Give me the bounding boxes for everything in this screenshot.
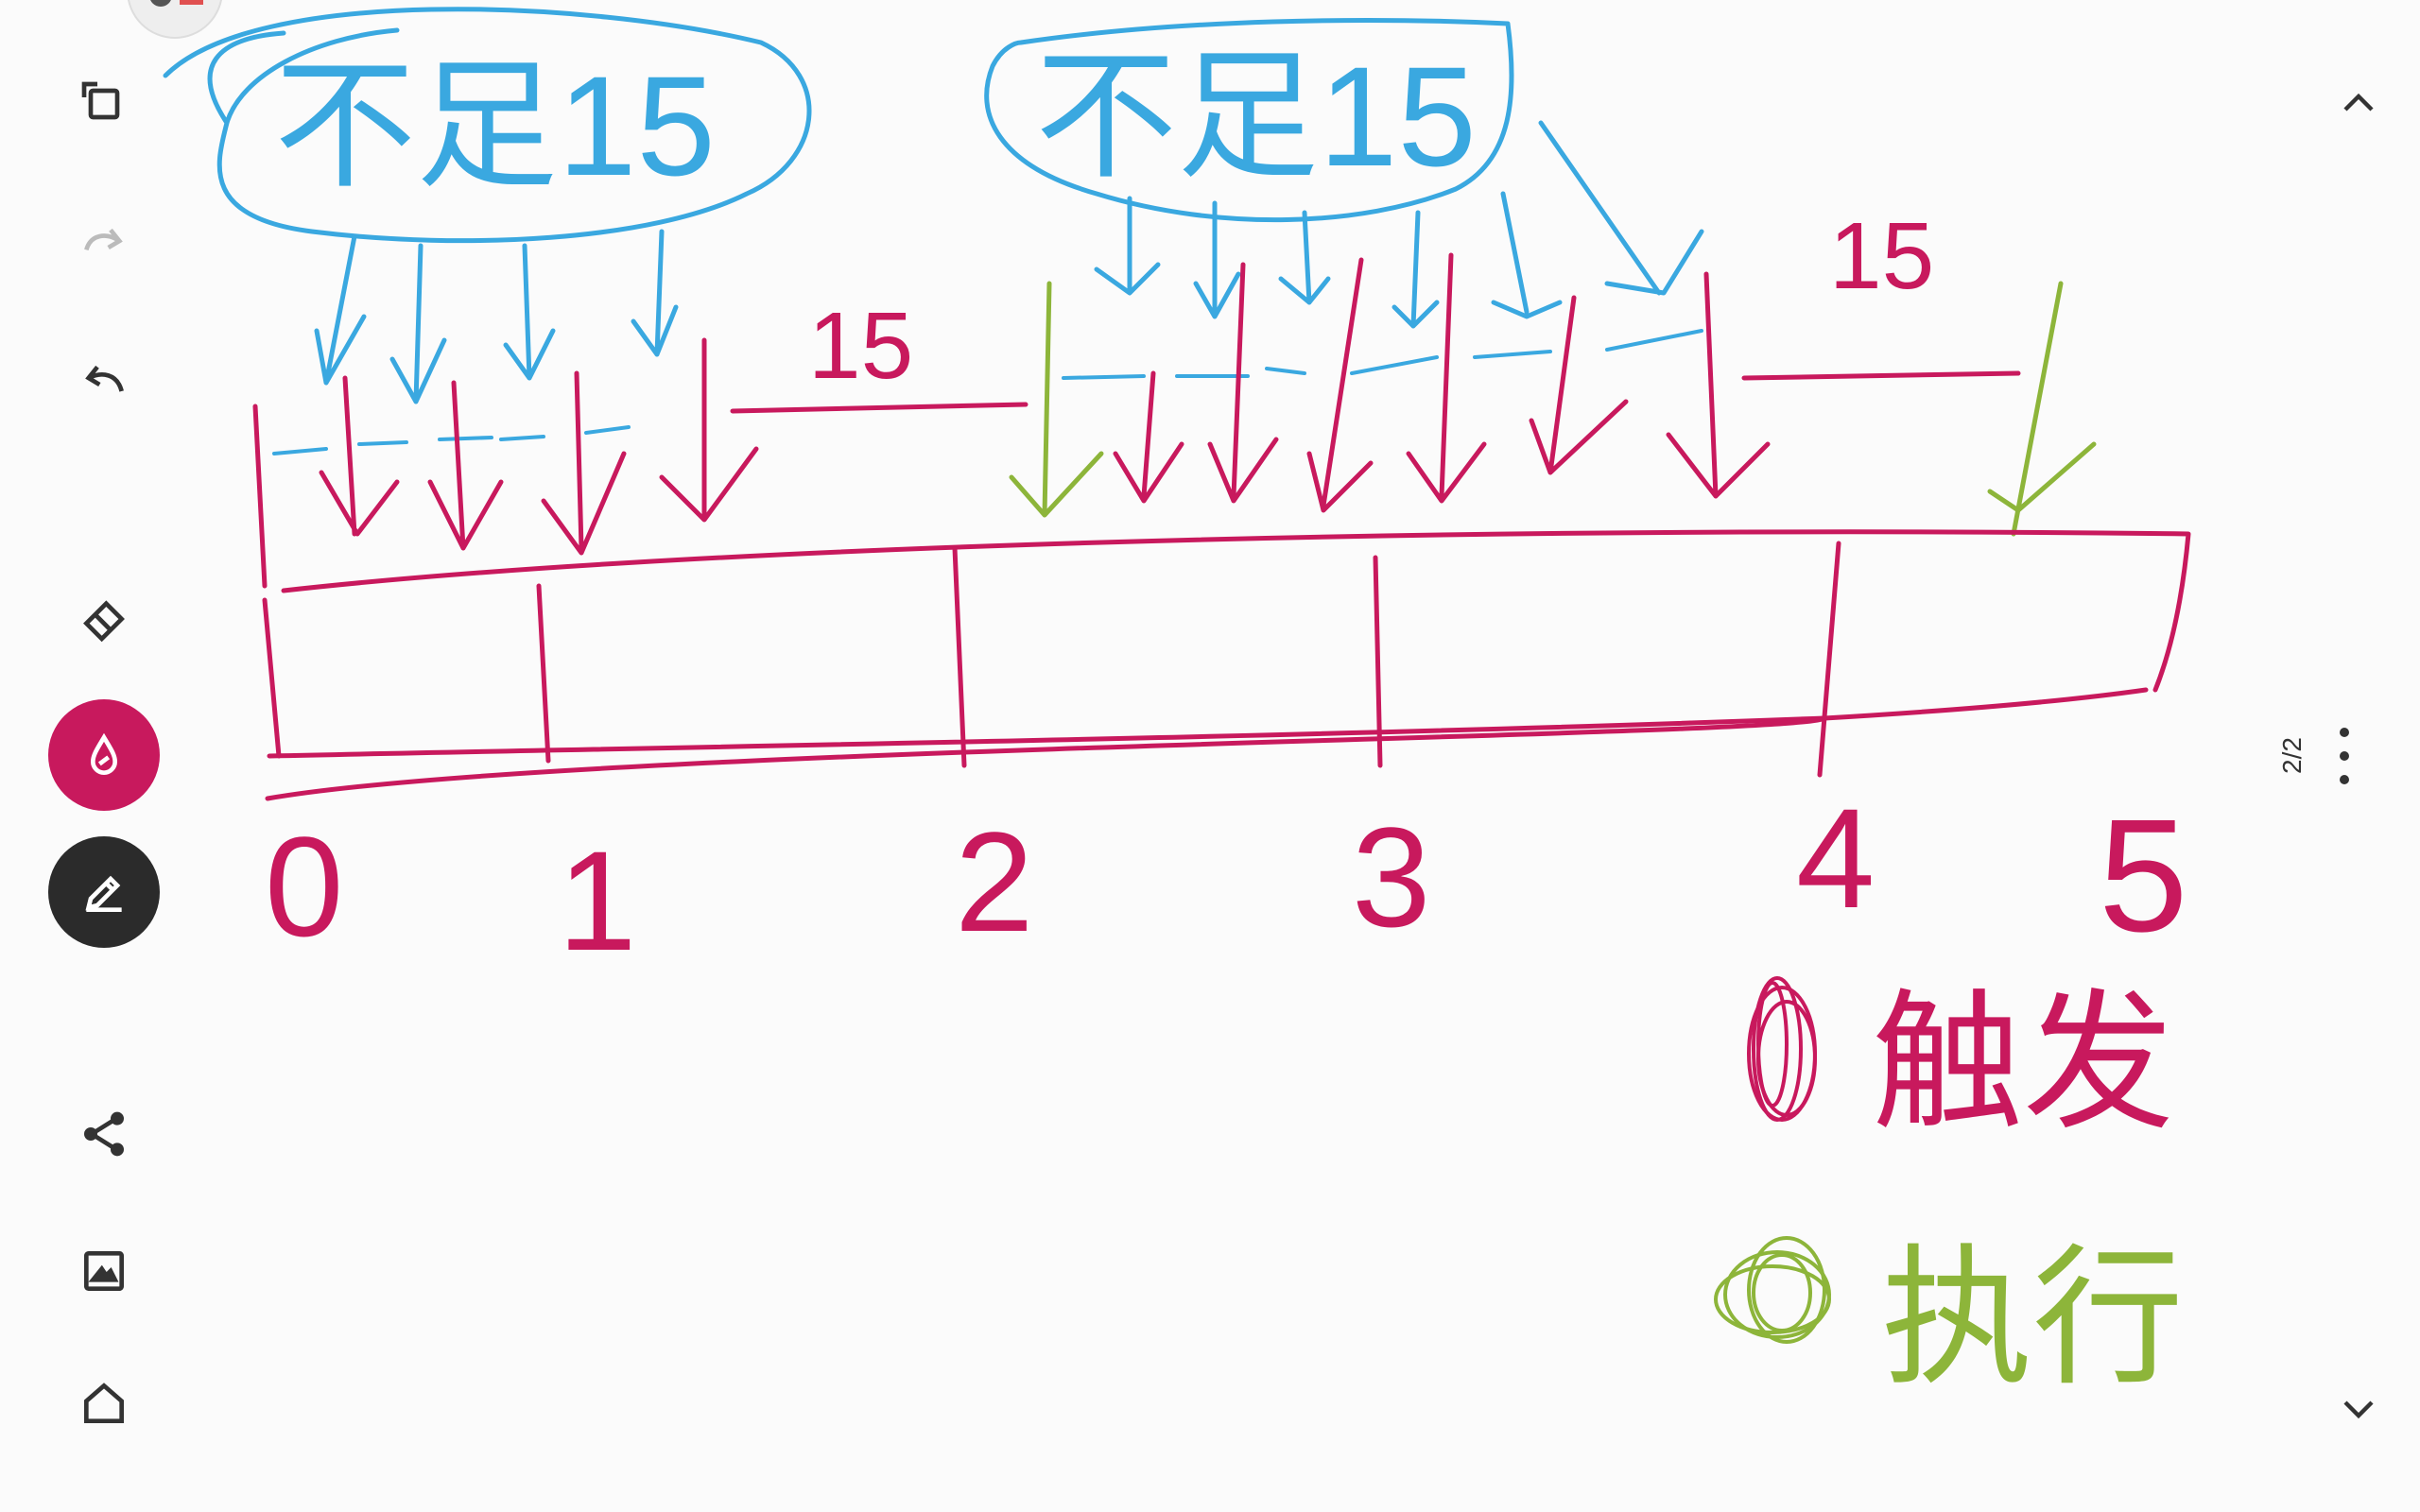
legend-swatch-trigger <box>1747 976 1817 1122</box>
tick-0: 0 <box>265 807 343 966</box>
resize-icon[interactable] <box>57 57 151 151</box>
chevron-up-icon[interactable] <box>2325 71 2392 137</box>
gap-label-right: 15 <box>1829 203 1934 309</box>
cloud-label-right: 不足15 <box>1035 37 1477 196</box>
magenta-arrows <box>319 252 2021 556</box>
eraser-icon[interactable] <box>57 572 151 666</box>
green-arrows <box>1009 281 2097 537</box>
undo-icon[interactable] <box>57 331 151 425</box>
tick-4: 4 <box>1796 779 1875 937</box>
image-icon[interactable] <box>57 1224 151 1318</box>
left-toolbar <box>0 0 208 1512</box>
page-indicator: 2/2 <box>2277 737 2307 775</box>
cloud-right <box>984 18 1514 223</box>
blue-arrows-left <box>272 229 679 455</box>
gap-label-left: 15 <box>808 293 913 399</box>
cloud-label-left: 不足15 <box>274 46 716 205</box>
legend-label-execute: 执行 <box>1881 1233 2184 1402</box>
right-nav <box>2288 0 2420 1512</box>
number-line <box>252 404 2191 801</box>
share-icon[interactable] <box>57 1087 151 1181</box>
more-vertical-icon[interactable] <box>2330 723 2359 789</box>
pen-edit-icon[interactable] <box>48 836 160 948</box>
tick-5: 5 <box>2099 786 2188 966</box>
blue-arrows-right <box>1062 120 1704 380</box>
legend-label-trigger: 触发 <box>1872 978 2174 1147</box>
tick-3: 3 <box>1352 798 1430 956</box>
pen-color-icon[interactable] <box>48 699 160 811</box>
home-icon[interactable] <box>57 1356 151 1451</box>
tick-2: 2 <box>955 802 1033 961</box>
redo-icon[interactable] <box>57 194 151 288</box>
legend-swatch-execute <box>1714 1236 1831 1344</box>
tick-1: 1 <box>558 821 636 980</box>
chevron-down-icon[interactable] <box>2325 1375 2392 1441</box>
cloud-left <box>163 7 812 244</box>
avatar[interactable] <box>123 0 227 47</box>
